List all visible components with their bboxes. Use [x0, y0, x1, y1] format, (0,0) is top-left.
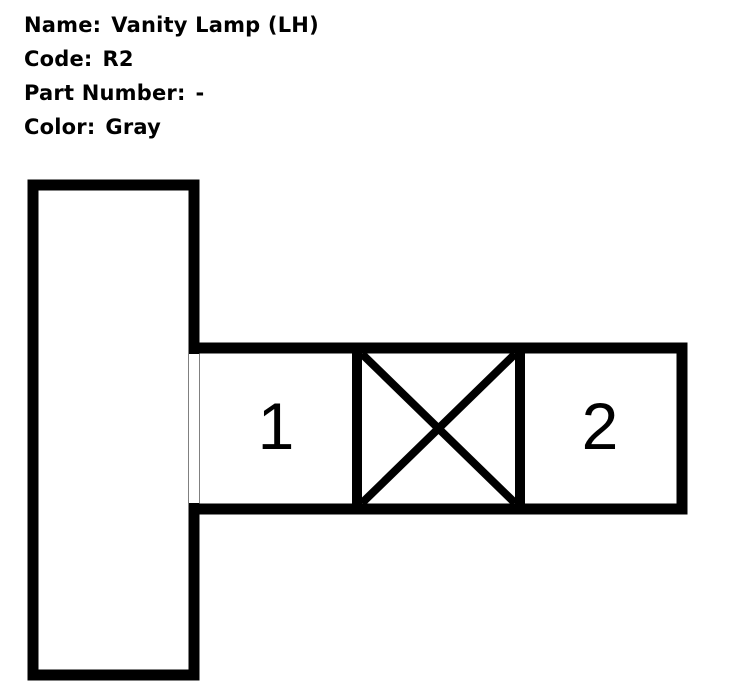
color-label: Color:: [24, 115, 96, 139]
housing-joint: [189, 354, 199, 503]
empty-cavity-x-icon: [359, 351, 518, 506]
connector-info: Name: Vanity Lamp (LH) Code: R2 Part Numbe…: [24, 8, 319, 144]
name-value: Vanity Lamp (LH): [111, 13, 319, 37]
part-number-line: Part Number:-: [24, 76, 319, 110]
code-label: Code:: [24, 47, 93, 71]
part-number-label: Part Number:: [24, 81, 186, 105]
part-number-value: -: [195, 81, 205, 105]
connector-housing: [27, 179, 200, 681]
name-label: Name:: [24, 13, 102, 37]
code-line: Code: R2: [24, 42, 319, 76]
color-value: Gray: [105, 115, 162, 139]
color-line: Color: Gray: [24, 110, 319, 144]
code-value: R2: [102, 47, 134, 71]
pin-1-label: 1: [258, 389, 295, 463]
name-line: Name: Vanity Lamp (LH): [24, 8, 319, 42]
pin-2-label: 2: [582, 389, 619, 463]
